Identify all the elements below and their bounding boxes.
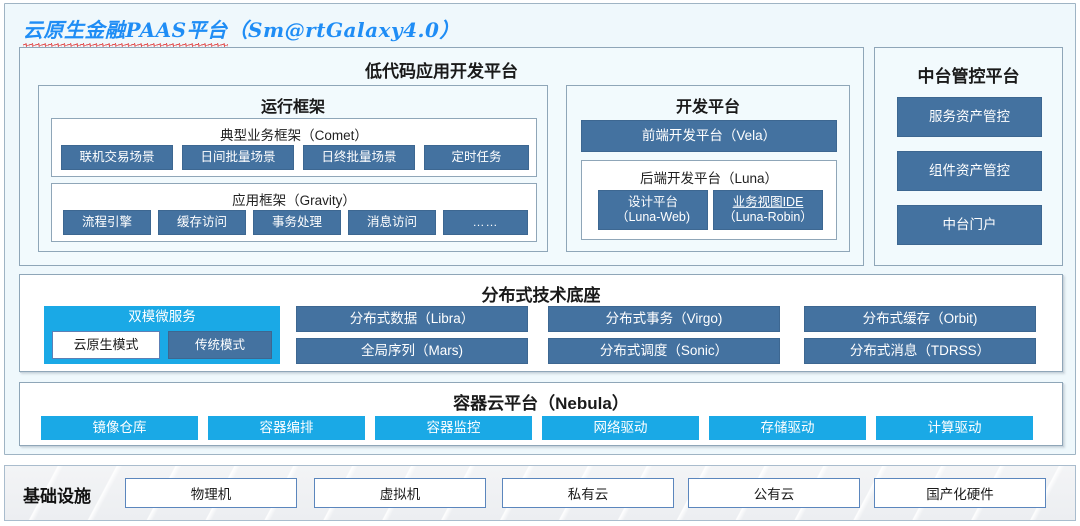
chip-dist-virgo[interactable]: 分布式事务（Virgo) (548, 306, 780, 332)
chip-container-4[interactable]: 存储驱动 (709, 416, 866, 440)
chip-comet-1[interactable]: 日间批量场景 (182, 145, 294, 170)
chip-dist-orbit[interactable]: 分布式缓存（Orbit) (804, 306, 1036, 332)
lowcode-platform-heading: 低代码应用开发平台 (365, 62, 518, 81)
chip-midoffice-0[interactable]: 服务资产管控 (897, 97, 1042, 137)
container-cloud-heading: 容器云平台（Nebula） (453, 394, 629, 413)
chip-midoffice-1[interactable]: 组件资产管控 (897, 151, 1042, 191)
gravity-panel: 应用框架（Gravity） 流程引擎 缓存访问 事务处理 消息访问 …… (51, 183, 537, 242)
chip-luna-web[interactable]: 设计平台 （Luna-Web) (598, 190, 708, 230)
backend-luna-heading: 后端开发平台（Luna） (639, 171, 779, 186)
page-title-suffix: （Sm@rtGalaxy4.0） (227, 18, 460, 42)
runtime-framework-heading: 运行框架 (260, 99, 325, 116)
midoffice-panel: 中台管控平台 服务资产管控 组件资产管控 中台门户 (874, 47, 1063, 266)
chip-comet-0[interactable]: 联机交易场景 (61, 145, 173, 170)
chip-infra-4[interactable]: 国产化硬件 (874, 478, 1046, 508)
chip-dist-libra[interactable]: 分布式数据（Libra） (296, 306, 528, 332)
chip-luna-robin-line2: （Luna-Robin） (723, 210, 813, 224)
chip-gravity-1[interactable]: 缓存访问 (158, 210, 246, 235)
chip-dist-tdrss[interactable]: 分布式消息（TDRSS） (804, 338, 1036, 364)
infrastructure-label: 基础设施 (23, 487, 91, 506)
chip-infra-3[interactable]: 公有云 (688, 478, 860, 508)
chip-luna-robin-line1: 业务视图IDE (732, 194, 804, 209)
chip-dist-mars[interactable]: 全局序列（Mars) (296, 338, 528, 364)
chip-luna-web-line2: （Luna-Web) (615, 210, 691, 224)
chip-comet-2[interactable]: 日终批量场景 (303, 145, 415, 170)
dualmode-microservice-group: 双模微服务 云原生模式 传统模式 (44, 306, 280, 364)
comet-panel: 典型业务框架（Comet） 联机交易场景 日间批量场景 日终批量场景 定时任务 (51, 118, 537, 177)
chip-container-1[interactable]: 容器编排 (208, 416, 365, 440)
chip-infra-2[interactable]: 私有云 (502, 478, 674, 508)
distributed-base-panel: 分布式技术底座 双模微服务 云原生模式 传统模式 分布式数据（Libra） 全局… (19, 274, 1063, 372)
chip-dist-sonic[interactable]: 分布式调度（Sonic） (548, 338, 780, 364)
chip-dualmode-0[interactable]: 云原生模式 (52, 331, 160, 359)
lowcode-platform-panel: 低代码应用开发平台 运行框架 典型业务框架（Comet） 联机交易场景 日间批量… (19, 47, 864, 266)
midoffice-heading: 中台管控平台 (917, 67, 1020, 86)
chip-infra-1[interactable]: 虚拟机 (314, 478, 486, 508)
gravity-heading: 应用框架（Gravity） (232, 193, 356, 208)
chip-gravity-3[interactable]: 消息访问 (348, 210, 436, 235)
comet-heading: 典型业务框架（Comet） (220, 128, 368, 143)
platform-frame: 云原生金融PAAS平台（Sm@rtGalaxy4.0） 低代码应用开发平台 运行… (4, 3, 1076, 455)
chip-frontend-vela[interactable]: 前端开发平台（Vela） (581, 120, 837, 152)
chip-gravity-4[interactable]: …… (443, 210, 528, 235)
chip-comet-3[interactable]: 定时任务 (424, 145, 529, 170)
chip-midoffice-2[interactable]: 中台门户 (897, 205, 1042, 245)
chip-gravity-2[interactable]: 事务处理 (253, 210, 341, 235)
container-cloud-panel: 容器云平台（Nebula） 镜像仓库 容器编排 容器监控 网络驱动 存储驱动 计… (19, 382, 1063, 446)
chip-container-0[interactable]: 镜像仓库 (41, 416, 198, 440)
chip-container-2[interactable]: 容器监控 (375, 416, 532, 440)
backend-luna-panel: 后端开发平台（Luna） 设计平台 （Luna-Web) 业务视图IDE （Lu… (581, 160, 837, 240)
dualmode-heading: 双模微服务 (128, 309, 196, 324)
chip-dualmode-1[interactable]: 传统模式 (168, 331, 272, 359)
distributed-base-heading: 分布式技术底座 (481, 286, 601, 305)
dev-platform-panel: 开发平台 前端开发平台（Vela） 后端开发平台（Luna） 设计平台 （Lun… (566, 85, 850, 252)
chip-luna-robin[interactable]: 业务视图IDE （Luna-Robin） (713, 190, 823, 230)
dev-platform-heading: 开发平台 (675, 99, 740, 116)
runtime-framework-panel: 运行框架 典型业务框架（Comet） 联机交易场景 日间批量场景 日终批量场景 … (38, 85, 548, 252)
chip-luna-web-line1: 设计平台 (627, 194, 678, 209)
infrastructure-bar: 基础设施 物理机 虚拟机 私有云 公有云 国产化硬件 (4, 465, 1076, 521)
chip-container-3[interactable]: 网络驱动 (542, 416, 699, 440)
chip-container-5[interactable]: 计算驱动 (876, 416, 1033, 440)
page-title-main: 云原生金融PAAS平台 (23, 14, 228, 47)
chip-gravity-0[interactable]: 流程引擎 (63, 210, 151, 235)
chip-infra-0[interactable]: 物理机 (125, 478, 297, 508)
page-title: 云原生金融PAAS平台（Sm@rtGalaxy4.0） (23, 14, 460, 47)
